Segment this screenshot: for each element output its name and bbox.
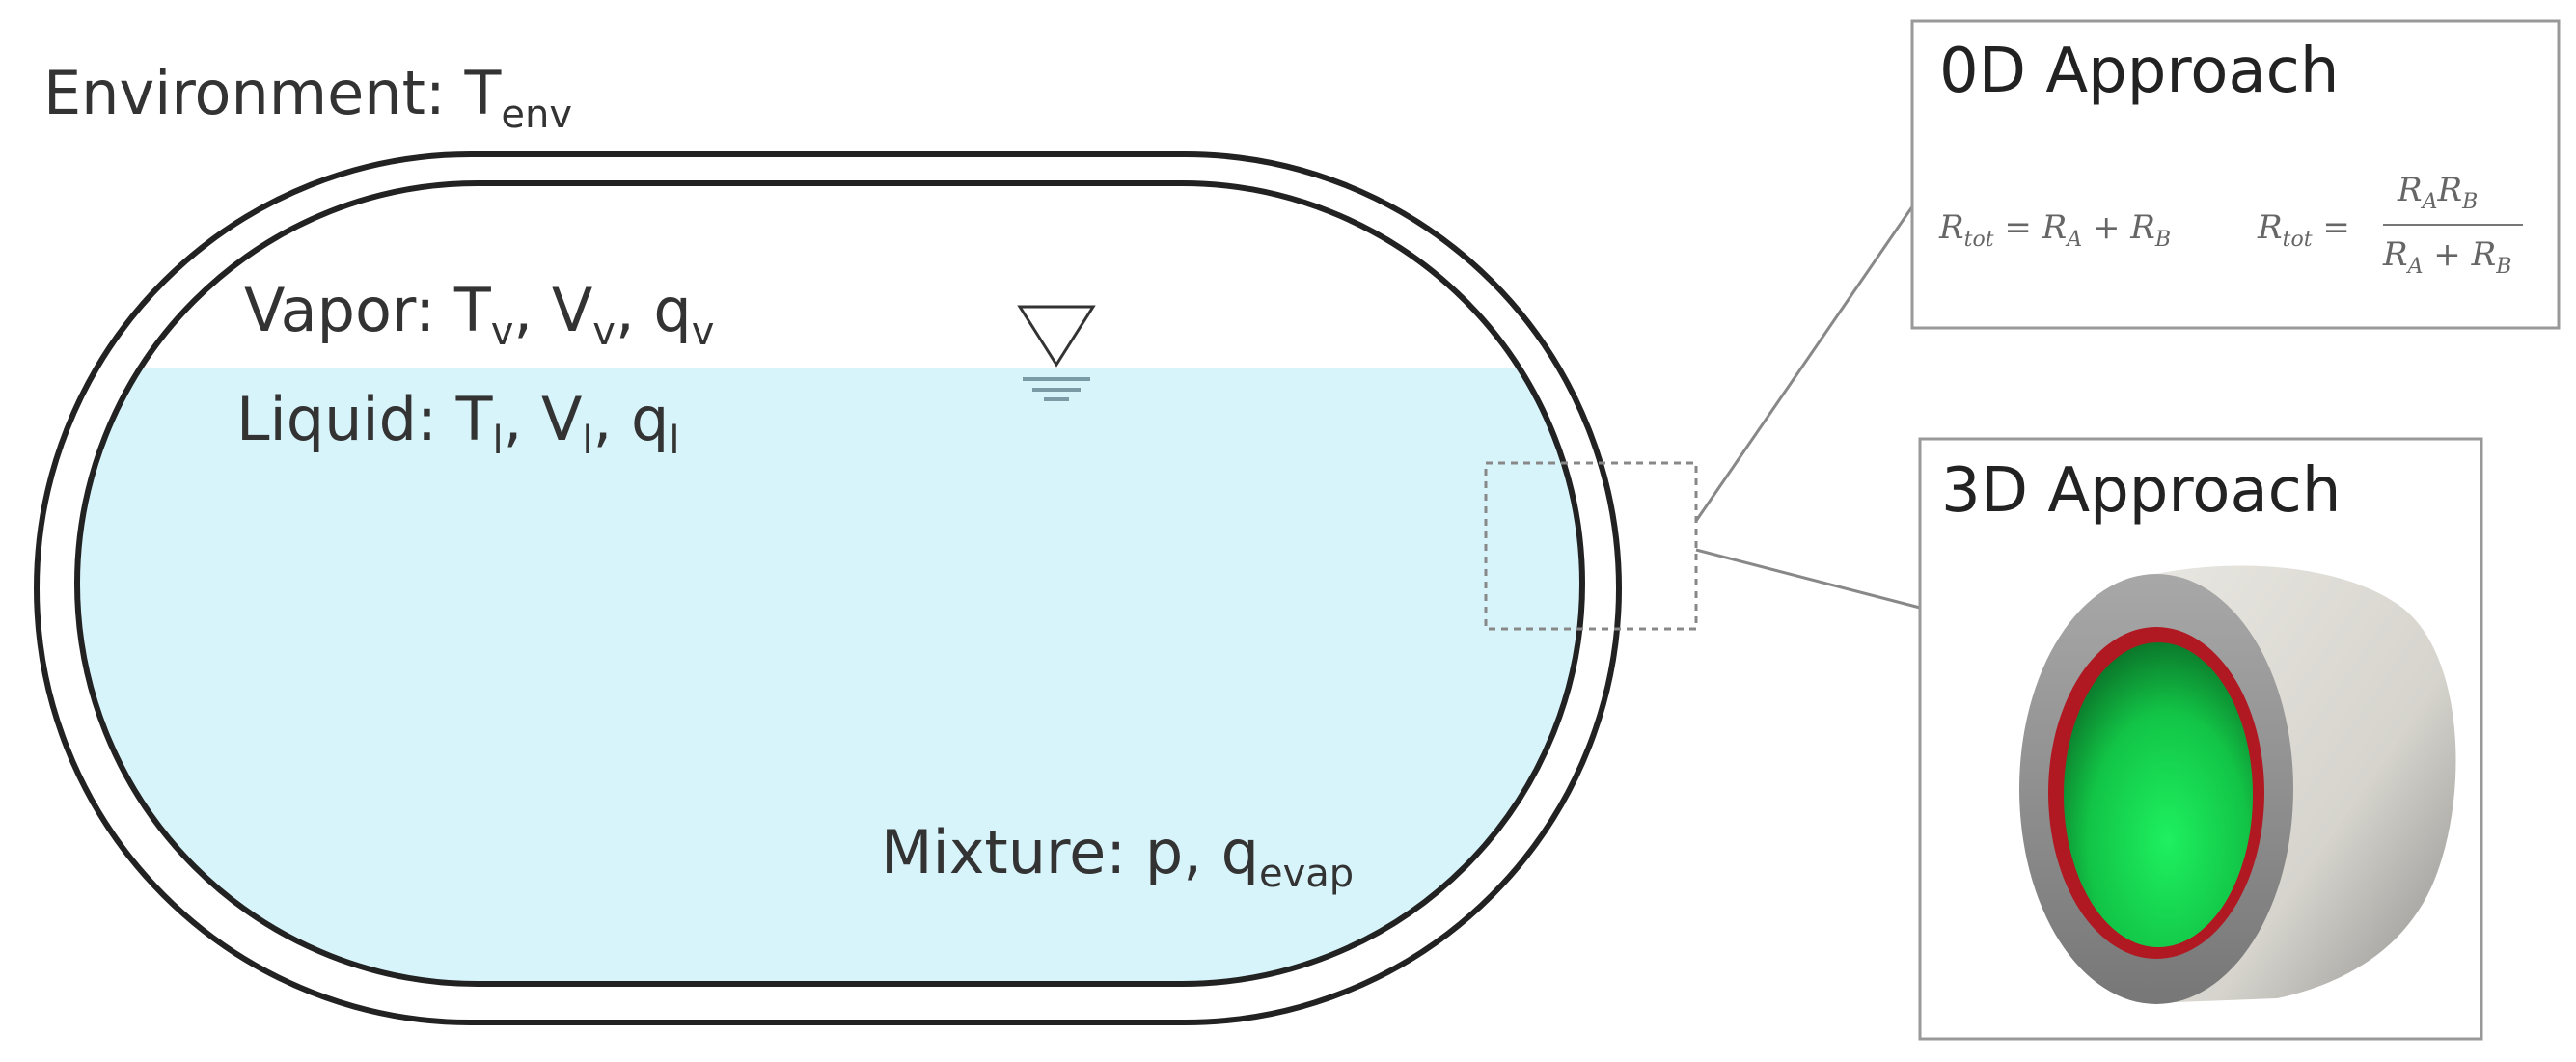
approach-3d-title: 3D Approach <box>1941 455 2341 527</box>
connector-line-0d <box>1694 202 1917 522</box>
parallel-resistance-numerator: RARB <box>2397 171 2478 214</box>
liquid-surface-icon <box>1017 305 1096 401</box>
liquid-region <box>77 368 1582 984</box>
tank-inner-wall <box>74 180 1585 987</box>
parallel-resistance-denominator: RA + RB <box>2382 235 2511 279</box>
approach-0d-title: 0D Approach <box>1939 36 2339 107</box>
environment-label: Environment: Tenv <box>43 58 572 137</box>
connector-line-3d <box>1695 548 1921 610</box>
vapor-label: Vapor: Tv, Vv, qv <box>244 275 714 354</box>
tank-outer-wall <box>34 151 1622 1025</box>
approach-0d-panel: 0D Approach Rtot = RA + RB Rtot = RARB R… <box>1910 19 2561 330</box>
liquid-label: Liquid: Tl, Vl, ql <box>236 384 679 463</box>
zoom-region <box>1484 461 1698 631</box>
series-resistance-equation: Rtot = RA + RB <box>1938 208 2171 252</box>
pipe-3d-icon <box>2019 565 2456 1004</box>
approach-3d-panel: 3D Approach <box>1918 437 2483 1041</box>
parallel-resistance-lhs: Rtot = <box>2257 208 2350 252</box>
mixture-label: Mixture: p, qevap <box>881 817 1354 896</box>
